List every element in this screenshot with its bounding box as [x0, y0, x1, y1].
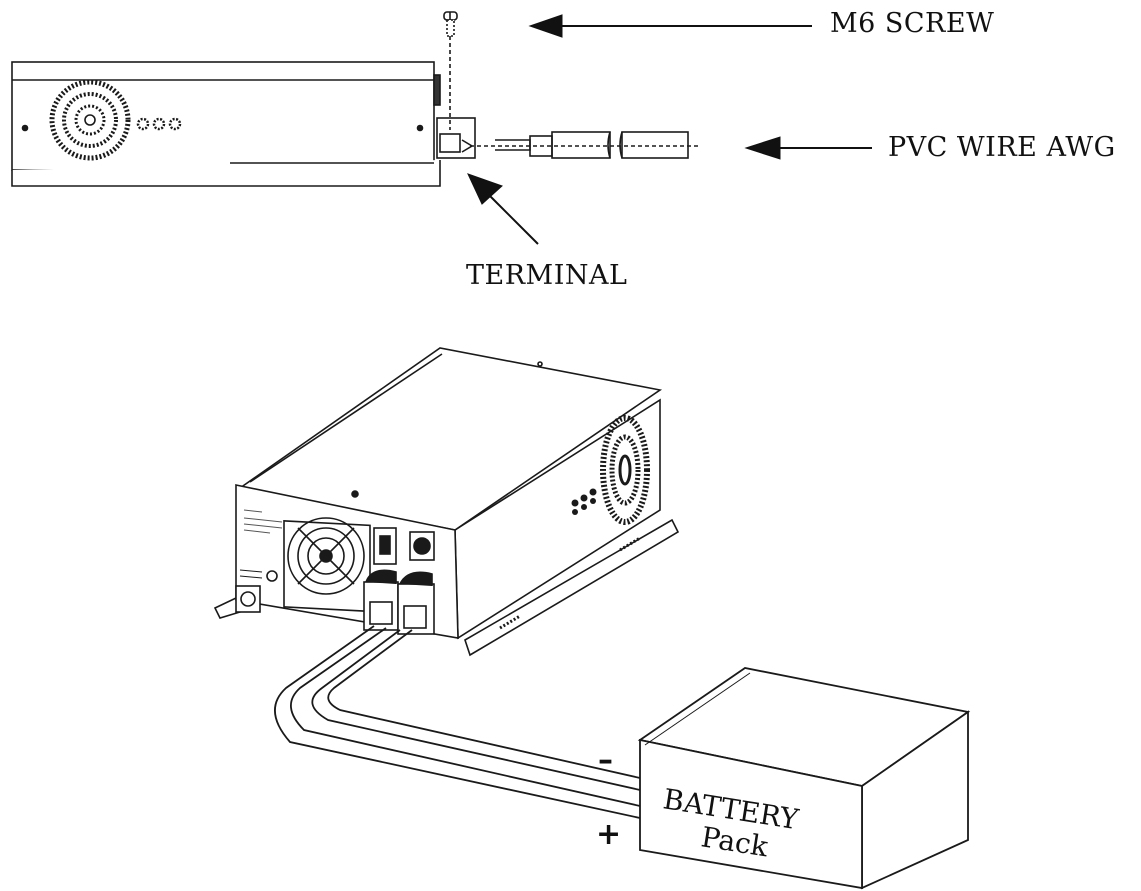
arrow-wire [744, 136, 872, 160]
fan-grille [49, 79, 131, 161]
remote-port [409, 531, 435, 561]
arrow-screw [528, 14, 812, 38]
front-fan [283, 517, 371, 613]
label-pvc-wire: PVC WIRE AWG [888, 132, 1116, 163]
label-m6-screw: M6 SCREW [830, 8, 994, 39]
ground-terminal [235, 569, 278, 613]
terminal-block [436, 117, 476, 159]
side-fan-grille [600, 415, 650, 525]
dc-terminals [363, 569, 435, 635]
side-indicator-dots [571, 488, 597, 515]
screw [443, 11, 458, 130]
arrow-terminal [467, 173, 539, 245]
inverter-side-view [11, 11, 700, 187]
caution-label [243, 509, 283, 534]
label-terminal: TERMINAL [466, 260, 627, 291]
power-switch [373, 527, 397, 565]
battery-pack [637, 667, 971, 890]
plus-sign: + [596, 817, 621, 852]
battery-cables [274, 625, 641, 819]
indicator-dots [136, 117, 182, 131]
pvc-wire [470, 131, 700, 159]
inverter-isometric [213, 347, 680, 657]
minus-sign: – [598, 743, 613, 778]
